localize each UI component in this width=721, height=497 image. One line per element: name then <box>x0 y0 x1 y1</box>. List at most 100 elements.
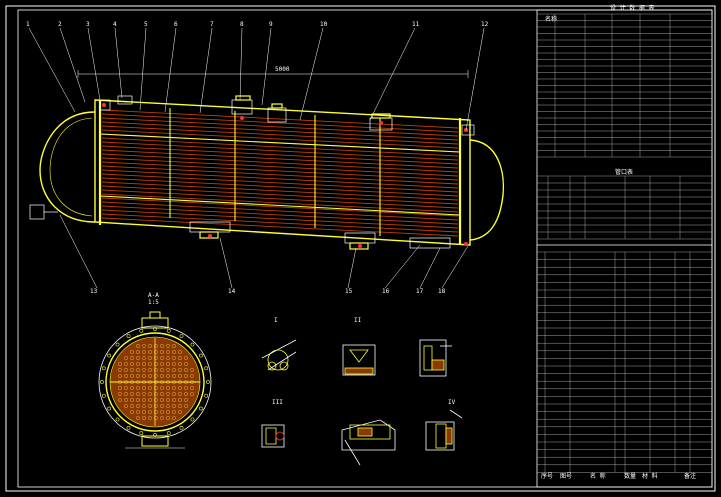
parts-footer-remark: 备注 <box>684 473 697 480</box>
flange-bolt <box>204 393 209 398</box>
tube-hole-pattern <box>118 344 194 420</box>
tube-hole <box>148 398 152 402</box>
flange-bolt <box>190 342 195 347</box>
tube-hole <box>166 362 170 366</box>
parts-footer-qty: 数量 <box>624 473 637 480</box>
flange-bolt <box>198 406 203 411</box>
tube-hole <box>154 362 158 366</box>
tube-hole <box>172 392 176 396</box>
tube-hole <box>190 392 194 396</box>
leader-number-2: 2 <box>58 21 62 28</box>
tube-hole <box>154 344 158 348</box>
leader-number-12: 12 <box>481 21 489 28</box>
tube-hole <box>154 386 158 390</box>
tube-hole <box>154 374 158 378</box>
flange-bolt <box>101 366 106 371</box>
tube-hole <box>160 416 164 420</box>
tube-hole <box>154 350 158 354</box>
tube-hole <box>130 386 134 390</box>
flange-bolt <box>190 417 195 422</box>
tube-hole <box>160 362 164 366</box>
tube-hole <box>124 368 128 372</box>
tube-hole <box>136 404 140 408</box>
flange-bolt <box>198 353 203 358</box>
tube-hole <box>130 392 134 396</box>
tube-hole <box>142 398 146 402</box>
tube-hole <box>172 416 176 420</box>
tube-hole <box>124 362 128 366</box>
main-elevation-view <box>28 27 505 289</box>
tube-hole <box>172 386 176 390</box>
tube-hole <box>184 404 188 408</box>
tube-hole <box>142 410 146 414</box>
tube-hole <box>160 386 164 390</box>
tube-hole <box>142 416 146 420</box>
tube-hole <box>130 368 134 372</box>
tube-hole <box>118 362 122 366</box>
tube-hole <box>154 410 158 414</box>
tube-hole <box>166 410 170 414</box>
detail-label-i: I <box>274 317 278 324</box>
drawing-frame-outer <box>5 5 716 492</box>
flange-bolt <box>206 380 210 384</box>
tube-hole <box>136 344 140 348</box>
tube-hole <box>184 362 188 366</box>
tube-hole <box>148 344 152 348</box>
tube-hole <box>184 398 188 402</box>
flange-bolt <box>101 393 106 398</box>
tube-hole <box>166 416 170 420</box>
leader-number-13: 13 <box>90 288 98 295</box>
tube-hole <box>136 362 140 366</box>
tube-hole <box>118 368 122 372</box>
tube-hole <box>178 356 182 360</box>
leader-number-3: 3 <box>86 21 90 28</box>
parts-footer-no: 序号 <box>541 473 554 480</box>
tube-hole <box>178 398 182 402</box>
tube-hole <box>178 392 182 396</box>
tube-hole <box>184 368 188 372</box>
tube-hole <box>148 374 152 378</box>
tube-hole <box>172 368 176 372</box>
tube-hole <box>142 404 146 408</box>
tube-hole <box>124 398 128 402</box>
detail-iv <box>261 424 285 448</box>
tube-hole <box>190 386 194 390</box>
leader-number-10: 10 <box>320 21 328 28</box>
tube-hole <box>148 416 152 420</box>
tube-hole <box>154 368 158 372</box>
tube-hole <box>130 356 134 360</box>
tube-hole <box>154 404 158 408</box>
tube-bundle <box>101 109 459 237</box>
detail-vi <box>425 409 463 451</box>
tube-hole <box>148 350 152 354</box>
tube-hole <box>172 398 176 402</box>
tube-hole <box>178 374 182 378</box>
tube-hole <box>130 350 134 354</box>
tube-hole <box>136 386 140 390</box>
tube-hole <box>124 356 128 360</box>
tube-hole <box>142 386 146 390</box>
title-block-left-heading: 名称 <box>545 16 558 23</box>
flange-bolt <box>179 425 184 430</box>
leader-number-9: 9 <box>269 21 273 28</box>
leader-number-18: 18 <box>438 288 446 295</box>
flange-bolt <box>139 431 144 436</box>
tube-hole <box>178 410 182 414</box>
tube-hole <box>172 410 176 414</box>
tube-hole <box>118 398 122 402</box>
flange-bolt <box>166 328 171 333</box>
tube-hole <box>148 356 152 360</box>
detail-label-ii: II <box>354 317 362 324</box>
leader-number-16: 16 <box>382 288 390 295</box>
tube-hole <box>148 362 152 366</box>
title-block-header: 设 计 数 据 表 <box>610 5 655 12</box>
tube-hole <box>190 368 194 372</box>
section-scale-label: 1:5 <box>148 299 159 306</box>
dimension-text: 5000 <box>275 66 290 73</box>
tube-hole <box>172 344 176 348</box>
tube-hole <box>178 362 182 366</box>
tube-hole <box>130 398 134 402</box>
section-label-a-a: A-A <box>148 292 159 299</box>
tube-hole <box>124 404 128 408</box>
parts-list-table <box>537 251 713 473</box>
